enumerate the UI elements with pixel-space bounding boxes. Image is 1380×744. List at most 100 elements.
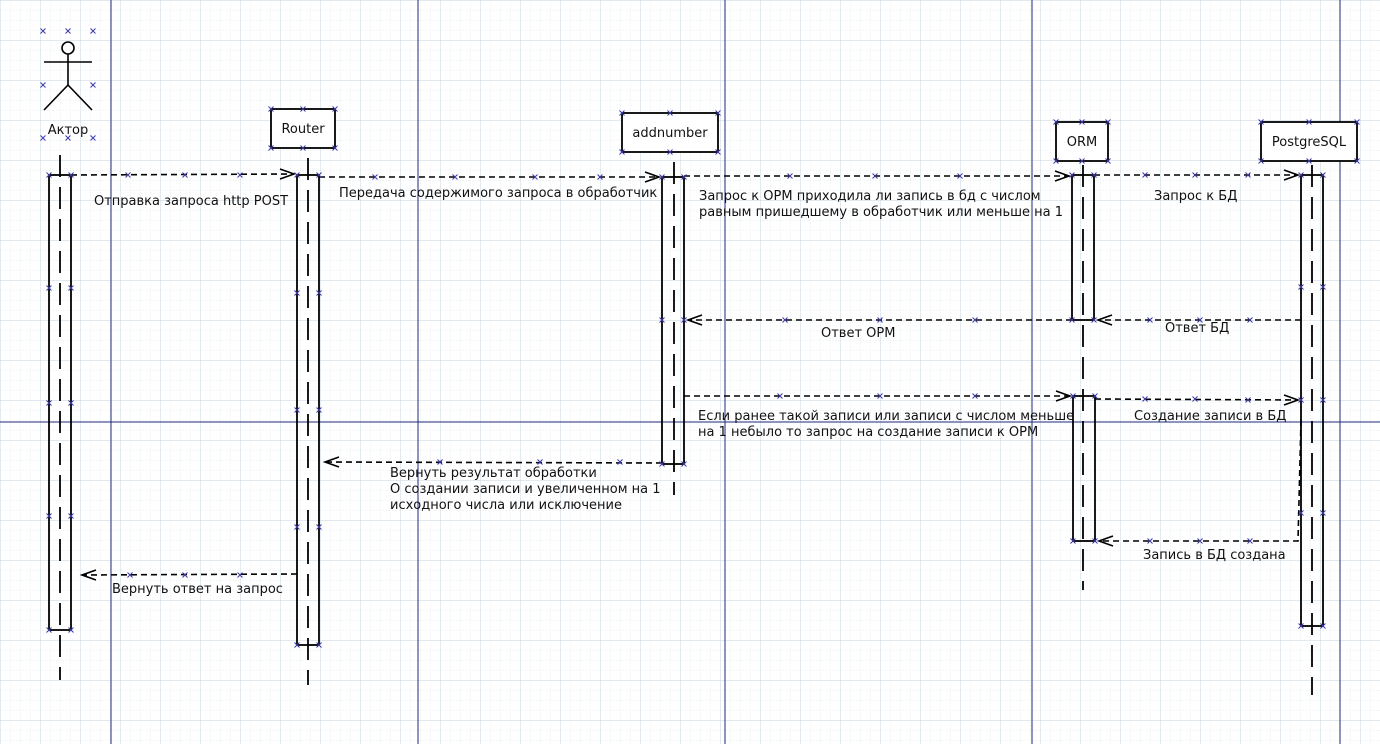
handle-mark[interactable] xyxy=(65,28,71,34)
handle-mark[interactable] xyxy=(1320,623,1326,629)
handle-mark[interactable] xyxy=(1320,284,1326,290)
handle-mark[interactable] xyxy=(659,174,665,180)
handle-mark[interactable] xyxy=(294,524,300,530)
handle-mark[interactable] xyxy=(1258,158,1264,164)
handle-mark[interactable] xyxy=(1091,317,1097,323)
handle-mark[interactable] xyxy=(1147,317,1153,323)
handle-mark[interactable] xyxy=(1192,172,1198,178)
handle-mark[interactable] xyxy=(659,317,665,323)
handle-mark[interactable] xyxy=(1298,284,1304,290)
handle-mark[interactable] xyxy=(237,572,243,578)
handle-mark[interactable] xyxy=(1053,119,1059,125)
handle-mark[interactable] xyxy=(877,393,883,399)
handle-mark[interactable] xyxy=(268,145,274,151)
handle-mark[interactable] xyxy=(294,407,300,413)
handle-mark[interactable] xyxy=(90,28,96,34)
handle-mark[interactable] xyxy=(182,572,188,578)
handle-mark[interactable] xyxy=(1354,158,1360,164)
arrow-m11[interactable] xyxy=(81,573,298,576)
participant-postgres[interactable]: PostgreSQL xyxy=(1260,121,1358,162)
handle-mark[interactable] xyxy=(68,172,74,178)
handle-mark[interactable] xyxy=(617,459,623,465)
handle-mark[interactable] xyxy=(237,172,243,178)
handle-mark[interactable] xyxy=(1306,158,1312,164)
handle-mark[interactable] xyxy=(1079,119,1085,125)
handle-mark[interactable] xyxy=(46,285,52,291)
handle-mark[interactable] xyxy=(1142,172,1148,178)
handle-mark[interactable] xyxy=(1247,538,1253,544)
handle-mark[interactable] xyxy=(127,572,133,578)
handle-mark[interactable] xyxy=(1105,158,1111,164)
handle-mark[interactable] xyxy=(1354,119,1360,125)
handle-mark[interactable] xyxy=(777,393,783,399)
handle-mark[interactable] xyxy=(332,145,338,151)
handle-mark[interactable] xyxy=(1070,393,1076,399)
handle-mark[interactable] xyxy=(316,290,322,296)
handle-mark[interactable] xyxy=(1245,397,1251,403)
handle-mark[interactable] xyxy=(332,106,338,112)
handle-mark[interactable] xyxy=(681,174,687,180)
handle-mark[interactable] xyxy=(1258,119,1264,125)
handle-mark[interactable] xyxy=(597,174,603,180)
handle-mark[interactable] xyxy=(316,407,322,413)
handle-mark[interactable] xyxy=(619,110,625,116)
handle-mark[interactable] xyxy=(715,149,721,155)
handle-mark[interactable] xyxy=(1298,397,1304,403)
handle-mark[interactable] xyxy=(68,513,74,519)
handle-mark[interactable] xyxy=(40,135,46,141)
handle-mark[interactable] xyxy=(452,174,458,180)
arrow-m9[interactable] xyxy=(1099,419,1302,542)
handle-mark[interactable] xyxy=(667,149,673,155)
activation-orm-2[interactable] xyxy=(1072,395,1096,542)
handle-mark[interactable] xyxy=(681,461,687,467)
handle-mark[interactable] xyxy=(294,172,300,178)
arrow-m8[interactable] xyxy=(1094,398,1299,401)
handle-mark[interactable] xyxy=(90,82,96,88)
handle-mark[interactable] xyxy=(294,642,300,648)
handle-mark[interactable] xyxy=(1245,172,1251,178)
handle-mark[interactable] xyxy=(437,459,443,465)
handle-mark[interactable] xyxy=(316,172,322,178)
handle-mark[interactable] xyxy=(316,642,322,648)
actor-participant[interactable] xyxy=(43,41,93,111)
handle-mark[interactable] xyxy=(1053,158,1059,164)
handle-mark[interactable] xyxy=(1079,158,1085,164)
participant-addnumber[interactable]: addnumber xyxy=(621,112,719,153)
handle-mark[interactable] xyxy=(1298,172,1304,178)
handle-mark[interactable] xyxy=(1192,396,1198,402)
handle-mark[interactable] xyxy=(782,317,788,323)
handle-mark[interactable] xyxy=(1147,538,1153,544)
handle-mark[interactable] xyxy=(1069,172,1075,178)
handle-mark[interactable] xyxy=(1197,317,1203,323)
handle-mark[interactable] xyxy=(46,513,52,519)
handle-mark[interactable] xyxy=(90,135,96,141)
handle-mark[interactable] xyxy=(1320,172,1326,178)
handle-mark[interactable] xyxy=(1320,397,1326,403)
participant-router[interactable]: Router xyxy=(270,108,336,149)
handle-mark[interactable] xyxy=(46,400,52,406)
handle-mark[interactable] xyxy=(1092,393,1098,399)
handle-mark[interactable] xyxy=(46,627,52,633)
handle-mark[interactable] xyxy=(1298,510,1304,516)
handle-mark[interactable] xyxy=(877,317,883,323)
handle-mark[interactable] xyxy=(1247,317,1253,323)
arrow-m1[interactable] xyxy=(70,173,295,176)
handle-mark[interactable] xyxy=(957,173,963,179)
handle-mark[interactable] xyxy=(972,393,978,399)
handle-mark[interactable] xyxy=(1298,623,1304,629)
handle-mark[interactable] xyxy=(715,110,721,116)
handle-mark[interactable] xyxy=(300,145,306,151)
handle-mark[interactable] xyxy=(659,461,665,467)
handle-mark[interactable] xyxy=(1091,172,1097,178)
handle-mark[interactable] xyxy=(40,28,46,34)
handle-mark[interactable] xyxy=(294,290,300,296)
arrow-m10[interactable] xyxy=(324,461,663,464)
handle-mark[interactable] xyxy=(40,82,46,88)
handle-mark[interactable] xyxy=(316,524,322,530)
handle-mark[interactable] xyxy=(1070,538,1076,544)
handle-mark[interactable] xyxy=(681,317,687,323)
participant-orm[interactable]: ORM xyxy=(1055,121,1109,162)
handle-mark[interactable] xyxy=(787,173,793,179)
handle-mark[interactable] xyxy=(1306,119,1312,125)
handle-mark[interactable] xyxy=(1069,317,1075,323)
